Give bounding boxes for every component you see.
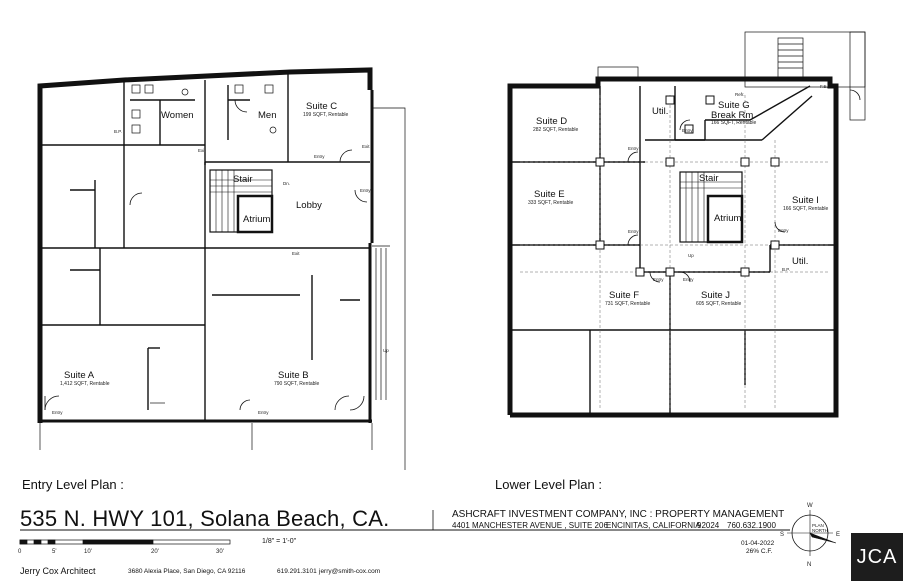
tag-exit-3: Exit — [292, 251, 300, 256]
room-suite-j: Suite J — [701, 290, 730, 301]
tag-entry-b: Entry — [258, 410, 269, 415]
room-entry-atrium: Atrium — [243, 214, 271, 225]
tag-bp: B.P. — [114, 129, 122, 134]
room-suite-f: Suite F — [609, 290, 639, 301]
room-suite-i-area: 166 SQFT, Rentable — [783, 206, 829, 212]
lower-outer-wall — [507, 76, 839, 418]
room-suite-a: Suite A — [64, 370, 95, 381]
architect-email: jerry@smith-cox.com — [319, 568, 381, 575]
tag-entry-a: Entry — [52, 410, 63, 415]
room-util-1: Util. — [652, 106, 668, 117]
room-suite-g: Suite G — [718, 100, 750, 111]
compass-n: N — [807, 562, 811, 568]
tag-lower-up: Up — [688, 253, 694, 258]
tag-fe: F.E. — [820, 84, 828, 89]
room-suite-f-area: 731 SQFT, Rentable — [605, 301, 651, 307]
tag-exit-1: Exit — [198, 148, 206, 153]
tag-entry-e: Entry — [628, 229, 639, 234]
room-men: Men — [258, 110, 276, 121]
room-suite-g-area: 166 SQFT, Rentable — [711, 120, 757, 126]
tag-exit-2: Exit — [362, 144, 370, 149]
drawing-date: 01-04-2022 — [741, 540, 775, 547]
tag-refr: Refr. — [735, 92, 745, 97]
lower-level-title: Lower Level Plan : — [495, 477, 602, 492]
tag-lower-bp: B.P. — [782, 267, 790, 272]
company-phone: 760.632.1900 — [727, 521, 776, 530]
company-city: ENCINITAS, CALIFORNIA — [606, 521, 701, 530]
architect-address: 3680 Alexia Place, San Diego, CA 92116 — [128, 568, 246, 575]
compass-plan: PLAN — [812, 523, 824, 528]
architect-name: Jerry Cox Architect — [20, 566, 96, 576]
entry-atrium — [236, 194, 274, 234]
room-break: Break Rm. — [711, 110, 756, 121]
tag-up: Up — [383, 348, 389, 353]
tag-entry-i: Entry — [778, 228, 789, 233]
tag-entry-f: Entry — [653, 277, 664, 282]
scale-tick-5: 5' — [52, 549, 56, 555]
room-women: Women — [161, 110, 194, 121]
entry-outer-wall — [37, 67, 373, 423]
architect-phone: 619.291.3101 — [277, 568, 317, 575]
room-suite-c-area: 199 SQFT, Rentable — [303, 112, 349, 118]
scale-note: 1/8" = 1'-0" — [262, 538, 297, 545]
compass-s: S — [780, 532, 784, 538]
lower-atrium — [706, 194, 744, 244]
room-suite-c: Suite C — [306, 101, 337, 112]
company-address: 4401 MANCHESTER AVENUE , SUITE 206 — [452, 521, 608, 530]
room-suite-b: Suite B — [278, 370, 309, 381]
scale-tick-20: 20' — [151, 549, 159, 555]
tag-entry-j: Entry — [683, 277, 694, 282]
company-name: ASHCRAFT INVESTMENT COMPANY, INC : PROPE… — [452, 509, 785, 520]
compass-e: E — [836, 532, 840, 538]
room-lower-atrium: Atrium — [714, 213, 742, 224]
tag-entry-g: Entry — [682, 128, 693, 133]
room-lower-stair: Stair — [699, 173, 719, 184]
compass-w: W — [807, 503, 813, 509]
compass-north: NORTH — [812, 528, 828, 533]
room-util-2: Util. — [792, 256, 808, 267]
room-suite-a-area: 1,412 SQFT, Rentable — [60, 381, 110, 387]
scale-tick-30: 30' — [216, 549, 224, 555]
room-suite-j-area: 605 SQFT, Rentable — [696, 301, 742, 307]
tag-entry-c: Entry — [314, 154, 325, 159]
tag-dn: Dn. — [283, 181, 290, 186]
room-suite-e: Suite E — [534, 189, 565, 200]
room-suite-b-area: 790 SQFT, Rentable — [274, 381, 320, 387]
room-suite-d-area: 282 SQFT, Rentable — [533, 127, 579, 133]
tag-entry-lobby: Entry — [360, 188, 371, 193]
entry-level-title: Entry Level Plan : — [22, 477, 124, 492]
scale-tick-0: 0 — [18, 549, 22, 555]
room-suite-i: Suite I — [792, 195, 819, 206]
company-zip: 92024 — [697, 521, 720, 530]
jca-logo: JCA — [851, 533, 903, 581]
property-address-title: 535 N. HWY 101, Solana Beach, CA. — [20, 506, 390, 531]
tag-entry-d: Entry — [628, 146, 639, 151]
room-suite-d: Suite D — [536, 116, 567, 127]
room-lobby: Lobby — [296, 200, 322, 211]
room-entry-stair: Stair — [233, 174, 253, 185]
drawing-initials: 26% C.F. — [746, 548, 773, 555]
room-suite-e-area: 333 SQFT, Rentable — [528, 200, 574, 206]
scale-tick-10: 10' — [84, 549, 92, 555]
